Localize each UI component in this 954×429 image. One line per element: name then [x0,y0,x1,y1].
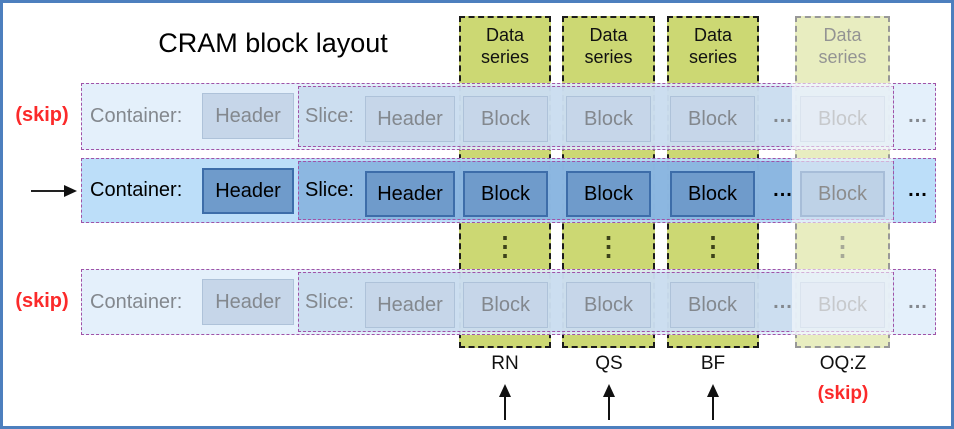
data-series-tag-rn: RN [491,353,519,374]
data-series-tag-qs: QS [595,353,623,374]
ellipsis: ... [908,290,928,313]
slice-label: Slice: [305,105,354,127]
data-series-label: Data series [480,25,529,67]
up-arrow-icon [707,384,719,420]
slice-label: Slice: [305,179,354,201]
container-label: Container: [90,105,183,127]
block-box: Block [566,171,651,217]
block-box: Block [463,96,548,142]
skip-label: (skip) [15,290,69,312]
ellipsis: ... [908,179,928,201]
block-box: Block [463,282,548,328]
up-arrow-icon [499,384,511,420]
slice-header-box: Header [365,96,455,142]
vertical-ellipsis-icon: ⋮ [492,230,518,261]
container-label: Container: [90,179,183,201]
vertical-ellipsis-icon: ⋮ [595,230,622,261]
diagram-title: CRAM block layout [158,28,388,58]
block-box: Block [670,96,755,142]
ellipsis: ... [773,179,793,201]
skip-label-bottom: (skip) [817,383,869,404]
container-header-box: Header [202,279,294,325]
ellipsis: ... [773,105,793,127]
data-series-label: Data series [584,25,633,67]
slice-header-box: Header [365,282,455,328]
skip-label: (skip) [15,104,69,126]
container-label: Container: [90,290,183,313]
block-box: Block [566,96,651,142]
container-header-box: Header [202,93,294,139]
block-box: Block [670,171,755,217]
slice-label: Slice: [305,290,354,313]
data-series-tag-bf: BF [700,353,726,374]
block-box: Block [566,282,651,328]
vertical-ellipsis-icon: ⋮ [700,230,726,261]
ellipsis: ... [908,105,928,127]
current-row-arrow-icon [31,185,77,197]
data-series-label: Data series [688,25,737,67]
ellipsis: ... [773,290,793,313]
data-series-tag-oqz: OQ:Z [819,353,867,374]
block-box: Block [463,171,548,217]
block-box: Block [670,282,755,328]
up-arrow-icon [603,384,615,420]
slice-header-box: Header [365,171,455,217]
container-header-box: Header [202,168,294,214]
fade-overlay [792,15,893,351]
